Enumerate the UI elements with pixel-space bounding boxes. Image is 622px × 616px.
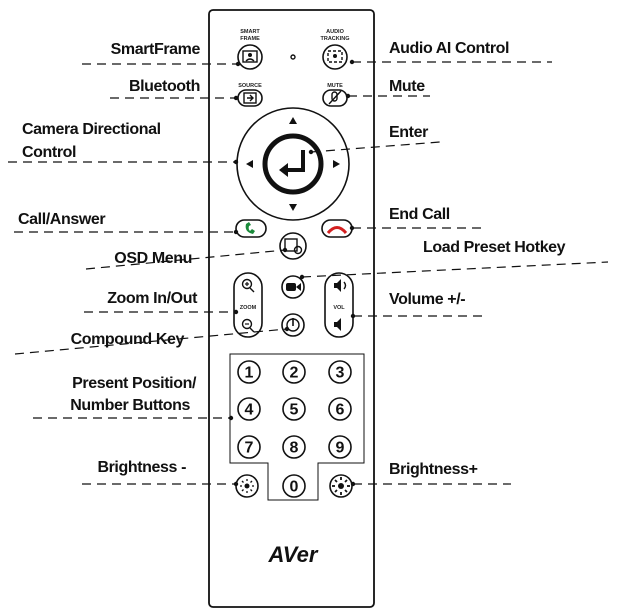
load-preset-hotkey-button[interactable] bbox=[281, 275, 305, 299]
mute-label: Mute bbox=[389, 78, 425, 95]
number-button-0[interactable]: 0 bbox=[282, 474, 306, 498]
brightness-high-icon bbox=[338, 483, 344, 489]
smartframe-caption-bottom: FRAME bbox=[240, 36, 260, 42]
volume-down-icon[interactable] bbox=[334, 318, 341, 331]
camera-icon bbox=[286, 283, 296, 291]
number-button-label: 8 bbox=[290, 440, 299, 457]
number-pad: 1 2 3 4 5 6 7 8 9 0 bbox=[237, 360, 352, 498]
osd-menu-callout-line bbox=[85, 249, 286, 270]
number-button-label: 2 bbox=[290, 365, 299, 382]
audio-tracking-icon bbox=[327, 50, 343, 63]
number-button-5[interactable]: 5 bbox=[282, 397, 306, 421]
number-button-6[interactable]: 6 bbox=[328, 397, 352, 421]
compound-key-label: Compound Key bbox=[71, 331, 185, 348]
smartframe-label: SmartFrame bbox=[111, 41, 201, 58]
zoom-caption: ZOOM bbox=[240, 305, 257, 311]
brightness-minus-label: Brightness - bbox=[97, 459, 186, 476]
brightness-minus-button[interactable] bbox=[235, 474, 259, 498]
brightness-low-icon bbox=[244, 483, 250, 489]
smartframe-button[interactable] bbox=[237, 44, 263, 70]
bluetooth-button[interactable] bbox=[237, 89, 263, 107]
load-preset-hotkey-label: Load Preset Hotkey bbox=[423, 239, 566, 256]
number-button-7[interactable]: 7 bbox=[237, 435, 261, 459]
audio-tracking-button[interactable] bbox=[322, 44, 348, 70]
source-caption: SOURCE bbox=[238, 83, 262, 89]
number-button-label: 7 bbox=[245, 440, 254, 457]
camera-directional-label-line2: Control bbox=[22, 144, 76, 161]
zoom-in-icon[interactable] bbox=[241, 278, 253, 290]
number-button-9[interactable]: 9 bbox=[328, 435, 352, 459]
enter-button[interactable] bbox=[262, 133, 324, 195]
osd-menu-button[interactable] bbox=[279, 232, 307, 260]
zoom-out-icon[interactable] bbox=[241, 318, 253, 330]
arrow-down-icon[interactable] bbox=[289, 204, 297, 211]
arrow-right-icon[interactable] bbox=[333, 160, 340, 168]
mute-button[interactable] bbox=[322, 89, 348, 107]
source-icon bbox=[243, 92, 257, 104]
arrow-up-icon[interactable] bbox=[289, 117, 297, 124]
load-preset-callout-line bbox=[301, 261, 609, 278]
end-call-label: End Call bbox=[389, 206, 450, 223]
number-button-4[interactable]: 4 bbox=[237, 397, 261, 421]
mute-caption: MUTE bbox=[327, 83, 343, 89]
bluetooth-label: Bluetooth bbox=[129, 78, 200, 95]
smartframe-caption-top: SMART bbox=[240, 29, 260, 35]
number-button-3[interactable]: 3 bbox=[328, 360, 352, 384]
volume-button[interactable]: VOL bbox=[324, 272, 354, 338]
indicator-led bbox=[290, 54, 296, 60]
call-answer-button[interactable] bbox=[235, 219, 267, 238]
aver-logo: AVer bbox=[268, 542, 319, 567]
zoom-button[interactable]: ZOOM bbox=[233, 272, 263, 338]
number-button-label: 1 bbox=[245, 365, 254, 382]
present-position-label-line1: Present Position/ bbox=[72, 375, 197, 392]
enter-label: Enter bbox=[389, 124, 428, 141]
compound-key-button[interactable] bbox=[281, 313, 305, 337]
number-button-label: 6 bbox=[336, 402, 345, 419]
phone-hangup-icon bbox=[326, 226, 348, 235]
number-button-label: 0 bbox=[290, 479, 299, 496]
number-button-2[interactable]: 2 bbox=[282, 360, 306, 384]
compound-key-callout-line bbox=[14, 328, 288, 355]
number-button-label: 3 bbox=[336, 365, 345, 382]
arrow-left-icon[interactable] bbox=[246, 160, 253, 168]
number-button-1[interactable]: 1 bbox=[237, 360, 261, 384]
brightness-plus-button[interactable] bbox=[329, 474, 353, 498]
audio-caption-bottom: TRACKING bbox=[320, 36, 349, 42]
smartframe-icon bbox=[242, 50, 258, 63]
audio-caption-top: AUDIO bbox=[326, 29, 344, 35]
brightness-plus-label: Brightness+ bbox=[389, 461, 478, 478]
number-button-label: 4 bbox=[245, 402, 254, 419]
microphone-icon bbox=[331, 91, 338, 102]
volume-label: Volume +/- bbox=[389, 291, 465, 308]
number-pad-outline bbox=[229, 353, 365, 501]
present-position-label-line2: Number Buttons bbox=[70, 397, 190, 414]
call-answer-label: Call/Answer bbox=[18, 211, 105, 228]
zoom-label: Zoom In/Out bbox=[107, 290, 198, 307]
phone-answer-icon bbox=[245, 222, 255, 234]
number-button-label: 5 bbox=[290, 402, 299, 419]
vol-caption: VOL bbox=[333, 305, 345, 311]
menu-icon bbox=[284, 238, 298, 252]
osd-menu-label: OSD Menu bbox=[114, 250, 192, 267]
number-button-8[interactable]: 8 bbox=[282, 435, 306, 459]
camera-directional-label-line1: Camera Directional bbox=[22, 121, 161, 138]
end-call-button[interactable] bbox=[321, 219, 353, 238]
enter-callout-line bbox=[310, 141, 441, 153]
audio-ai-control-label: Audio AI Control bbox=[389, 40, 509, 57]
number-button-label: 9 bbox=[336, 440, 345, 457]
enter-icon bbox=[285, 150, 305, 172]
volume-up-icon[interactable] bbox=[334, 279, 341, 292]
